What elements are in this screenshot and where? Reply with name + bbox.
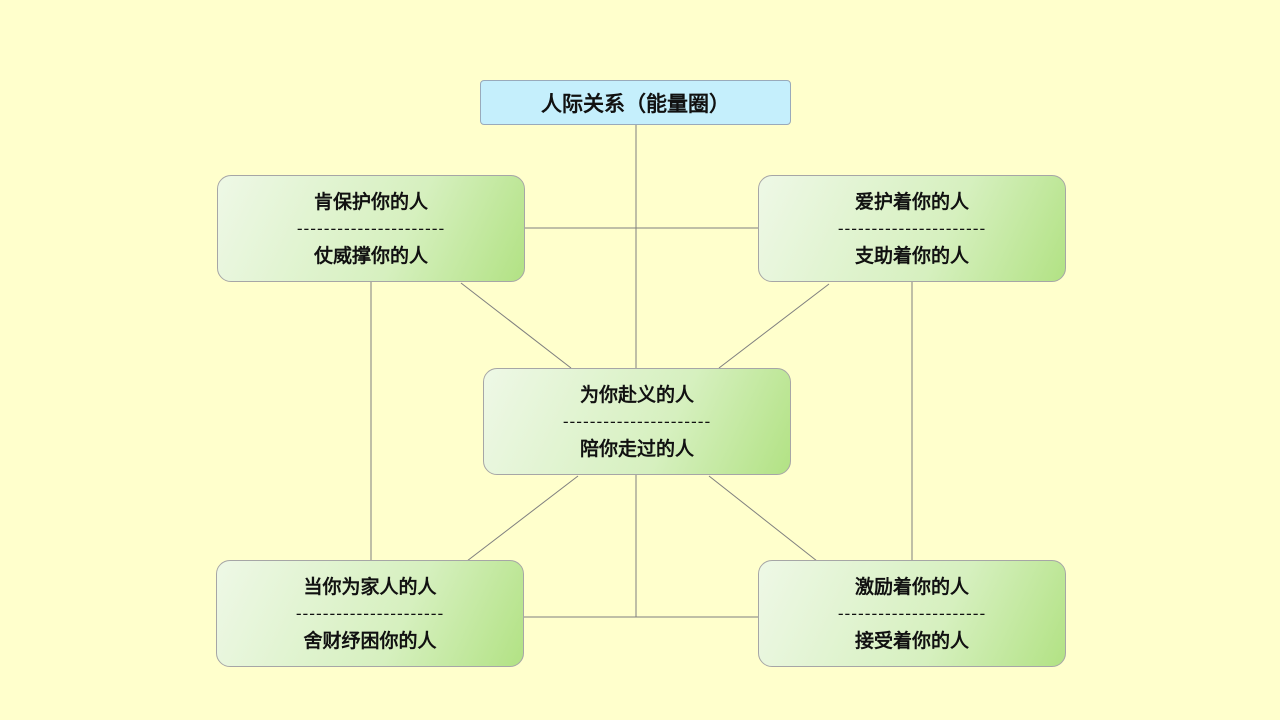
node-separator: ---------------------- bbox=[562, 411, 712, 432]
connector-diag-br bbox=[708, 475, 818, 562]
node-line1: 当你为家人的人 bbox=[303, 575, 437, 598]
node-top-right: 爱护着你的人 ---------------------- 支助着你的人 bbox=[758, 175, 1066, 282]
connector-diag-tr bbox=[718, 283, 830, 369]
node-separator: ---------------------- bbox=[837, 603, 987, 624]
node-separator: ---------------------- bbox=[837, 218, 987, 239]
node-line1: 为你赴义的人 bbox=[579, 383, 694, 406]
node-line1: 肯保护你的人 bbox=[313, 190, 428, 213]
node-top-left: 肯保护你的人 ---------------------- 仗威撑你的人 bbox=[217, 175, 525, 282]
node-center: 为你赴义的人 ---------------------- 陪你走过的人 bbox=[483, 368, 791, 475]
node-separator: ---------------------- bbox=[296, 218, 446, 239]
connector-diag-bl bbox=[466, 475, 579, 562]
connector-diag-tl bbox=[460, 282, 572, 369]
node-bottom-right: 激励着你的人 ---------------------- 接受着你的人 bbox=[758, 560, 1066, 667]
node-line2: 陪你走过的人 bbox=[579, 437, 694, 460]
node-line1: 爱护着你的人 bbox=[854, 190, 969, 213]
node-line1: 激励着你的人 bbox=[854, 575, 969, 598]
node-line2: 支助着你的人 bbox=[854, 244, 969, 267]
diagram-title: 人际关系（能量圈） bbox=[480, 80, 791, 125]
node-line2: 仗威撑你的人 bbox=[313, 244, 428, 267]
node-line2: 舍财纾困你的人 bbox=[303, 629, 437, 652]
node-separator: ---------------------- bbox=[295, 603, 445, 624]
node-line2: 接受着你的人 bbox=[854, 629, 969, 652]
node-bottom-left: 当你为家人的人 ---------------------- 舍财纾困你的人 bbox=[216, 560, 524, 667]
